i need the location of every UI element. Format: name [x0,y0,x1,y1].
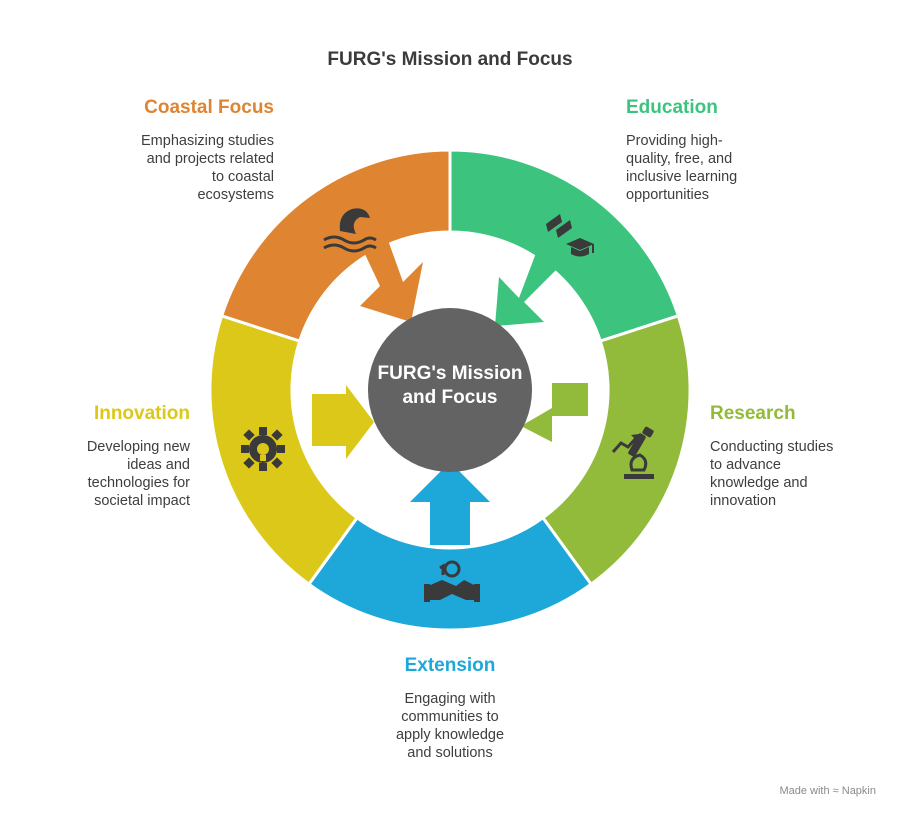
handshake-icon [424,560,480,602]
segment-education [448,148,681,343]
desc-line: societal impact [94,493,190,509]
napkin-watermark: Made with ≈ Napkin [779,785,876,797]
desc-line: to coastal [211,169,274,185]
desc-line: technologies for [87,475,190,491]
desc-line: opportunities [626,187,710,203]
center-label-line-2: and Focus [402,387,498,408]
desc-line: and projects related [146,151,274,167]
made-with-label: Made with [779,785,830,797]
desc-line: Providing high- [626,133,723,149]
wave-icon [323,208,377,253]
desc-line: ecosystems [197,187,274,203]
coastal-focus-description: Emphasizing studies and projects related… [141,132,274,204]
desc-line: Developing new [86,439,190,455]
center-label: FURG's Mission and Focus [360,362,540,410]
segment-extension [306,515,594,632]
desc-line: and solutions [407,745,493,761]
education-description: Providing high- quality, free, and inclu… [626,132,737,204]
coastal-focus-title: Coastal Focus [144,97,274,118]
desc-line: ideas and [127,457,190,473]
arrow-education [495,245,560,326]
desc-line: Conducting studies [710,439,834,455]
desc-line: communities to [401,709,499,725]
innovation-title: Innovation [93,403,190,424]
research-title: Research [710,403,796,424]
napkin-brand: Napkin [841,785,876,797]
desc-line: inclusive learning [626,169,738,185]
education-title: Education [626,97,718,118]
center-circle [368,308,532,472]
napkin-logo-icon: ≈ [832,785,839,797]
extension-description: Engaging with communities to apply knowl… [350,690,550,762]
graduation-cap-icon [546,214,594,257]
arrow-research [521,383,588,442]
desc-line: knowledge and [710,475,808,491]
extension-title: Extension [404,655,496,676]
desc-line: Emphasizing studies [141,133,274,149]
research-description: Conducting studies to advance knowledge … [710,438,833,510]
microscope-icon [611,426,654,479]
desc-line: to advance [710,457,781,473]
innovation-description: Developing new ideas and technologies fo… [87,438,190,510]
arrow-extension [410,462,490,545]
desc-line: apply knowledge [395,727,505,743]
diagram-title: FURG's Mission and Focus [327,49,573,70]
gear-bulb-icon [241,427,285,471]
desc-line: innovation [710,493,777,509]
desc-line: quality, free, and [626,151,733,167]
arrow-innovation [312,385,374,459]
center-label-line-1: FURG's Mission [377,363,523,384]
desc-line: Engaging with [404,691,496,707]
arrow-coastal [360,229,423,322]
